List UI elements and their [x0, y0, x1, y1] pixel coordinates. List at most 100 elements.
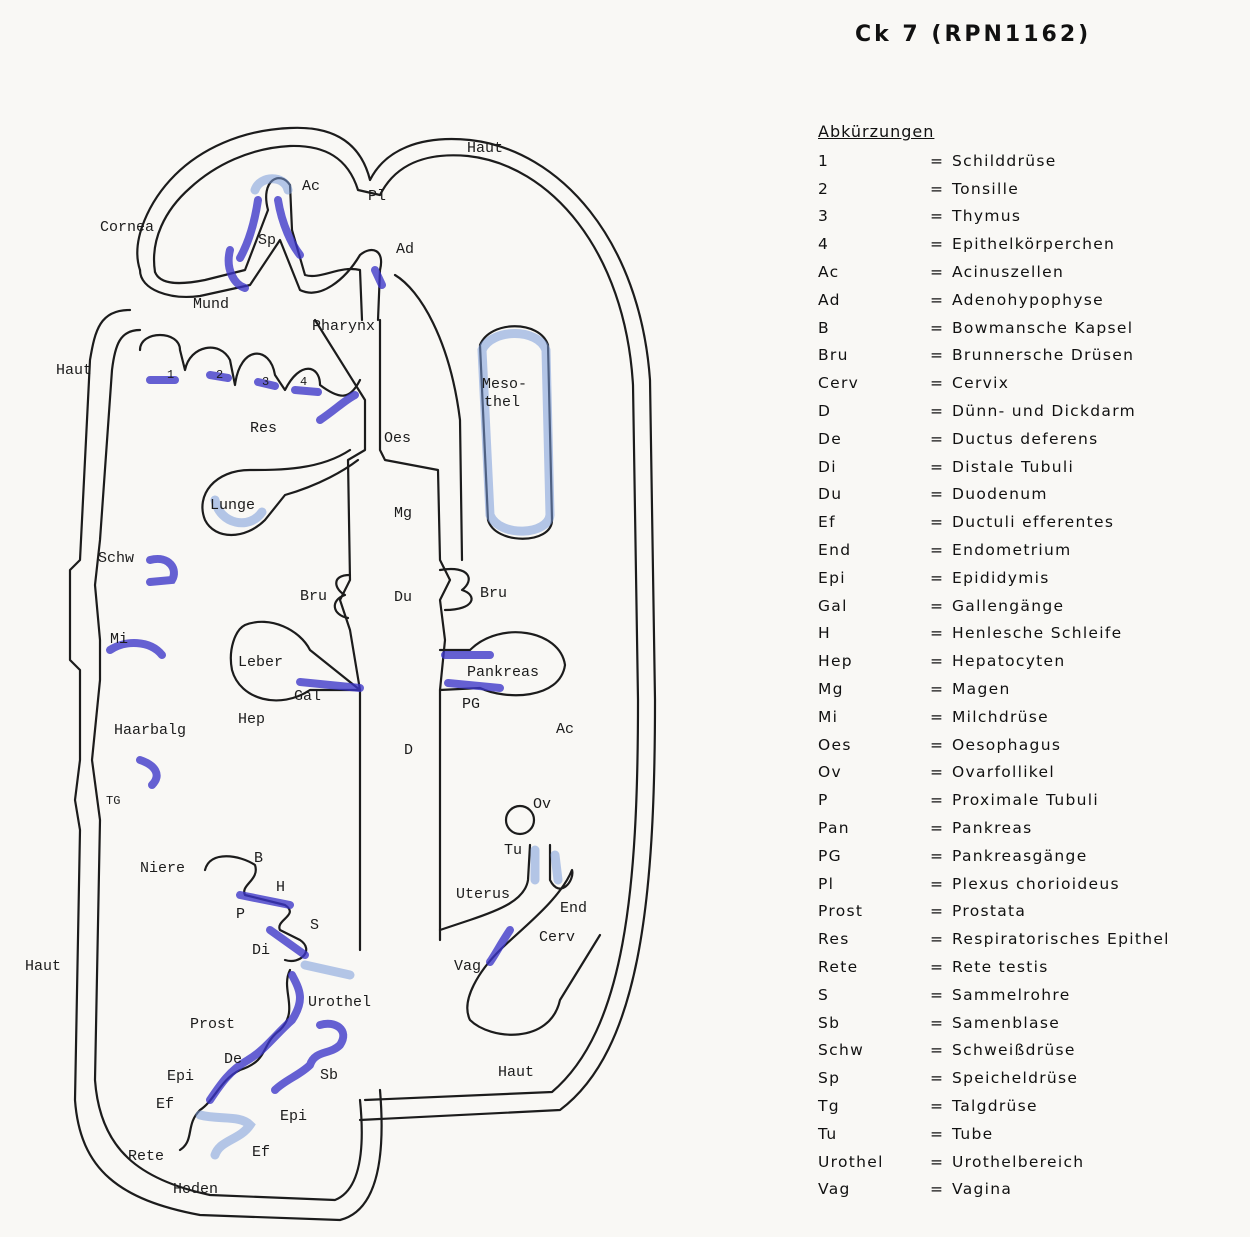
legend-row: Sp=Speicheldrüse — [818, 1064, 1238, 1092]
legend-row: Ad=Adenohypophyse — [818, 286, 1238, 314]
legend-abbreviation: Mi — [818, 708, 930, 726]
legend-term: Speicheldrüse — [952, 1069, 1238, 1087]
legend-abbreviation: Res — [818, 930, 930, 948]
legend-term: Pankreasgänge — [952, 847, 1238, 865]
label-haut-bottom: Haut — [498, 1064, 534, 1081]
legend-term: Sammelrohre — [952, 986, 1238, 1004]
legend-row: De=Ductus deferens — [818, 425, 1238, 453]
legend-term: Respiratorisches Epithel — [952, 930, 1238, 948]
legend-row: S=Sammelrohre — [818, 981, 1238, 1009]
legend-abbreviation: Hep — [818, 652, 930, 670]
legend-abbreviation: Mg — [818, 680, 930, 698]
label-end: End — [560, 900, 587, 917]
label-vag: Vag — [454, 958, 481, 975]
legend-equals-sign: = — [930, 319, 952, 337]
legend-abbreviation: B — [818, 319, 930, 337]
legend-abbreviation: Sp — [818, 1069, 930, 1087]
legend-abbreviation: Rete — [818, 958, 930, 976]
legend-row: Oes=Oesophagus — [818, 731, 1238, 759]
label-pl: Pl — [368, 188, 386, 205]
legend-abbreviation: Sb — [818, 1014, 930, 1032]
legend-term: Tube — [952, 1125, 1238, 1143]
legend-term: Prostata — [952, 902, 1238, 920]
label-hoden: Hoden — [173, 1181, 218, 1198]
legend-term: Distale Tubuli — [952, 458, 1238, 476]
pharynx-glands — [140, 335, 360, 396]
ovarfollikel — [506, 806, 534, 834]
legend-abbreviation: Epi — [818, 569, 930, 587]
legend-row: Ef=Ductuli efferentes — [818, 508, 1238, 536]
legend-abbreviation: D — [818, 402, 930, 420]
legend-term: Ductus deferens — [952, 430, 1238, 448]
legend-row: Pl=Plexus chorioideus — [818, 870, 1238, 898]
legend-equals-sign: = — [930, 1153, 952, 1171]
legend-term: Plexus chorioideus — [952, 875, 1238, 893]
legend-term: Talgdrüse — [952, 1097, 1238, 1115]
label-niere: Niere — [140, 860, 185, 877]
uterus-stain — [535, 850, 558, 880]
label-sp: Sp — [258, 232, 276, 249]
label-haut-left: Haut — [56, 362, 92, 379]
gut-right-wall — [380, 320, 450, 940]
label-oes: Oes — [384, 430, 411, 447]
label-ac-top: Ac — [302, 178, 320, 195]
legend-abbreviation: De — [818, 430, 930, 448]
label-p: P — [236, 906, 245, 923]
legend-equals-sign: = — [930, 875, 952, 893]
legend-abbreviation: Bru — [818, 346, 930, 364]
legend-equals-sign: = — [930, 207, 952, 225]
label-schw: Schw — [98, 550, 134, 567]
legend-term: Vagina — [952, 1180, 1238, 1198]
legend-abbreviation: S — [818, 986, 930, 1004]
legend-term: Hepatocyten — [952, 652, 1238, 670]
legend-term: Cervix — [952, 374, 1238, 392]
haarbalg-stain — [140, 760, 157, 785]
legend-row: Epi=Epididymis — [818, 564, 1238, 592]
label-prost: Prost — [190, 1016, 235, 1033]
label-mg: Mg — [394, 505, 412, 522]
legend-term: Schilddrüse — [952, 152, 1238, 170]
legend-abbreviation: 1 — [818, 152, 930, 170]
body-outline — [70, 128, 655, 1220]
legend-equals-sign: = — [930, 763, 952, 781]
legend-abbreviation: Ad — [818, 291, 930, 309]
legend-equals-sign: = — [930, 930, 952, 948]
legend-row: Ov=Ovarfollikel — [818, 759, 1238, 787]
legend-term: Milchdrüse — [952, 708, 1238, 726]
legend-row: Du=Duodenum — [818, 481, 1238, 509]
legend-row: PG=Pankreasgänge — [818, 842, 1238, 870]
legend-term: Brunnersche Drüsen — [952, 346, 1238, 364]
legend-term: Bowmansche Kapsel — [952, 319, 1238, 337]
label-bru-right: Bru — [480, 585, 507, 602]
legend-term: Henlesche Schleife — [952, 624, 1238, 642]
legend-term: Rete testis — [952, 958, 1238, 976]
legend-equals-sign: = — [930, 1041, 952, 1059]
label-hep: Hep — [238, 711, 265, 728]
legend-row: Rete=Rete testis — [818, 953, 1238, 981]
label-2: 2 — [216, 368, 223, 382]
legend-term: Endometrium — [952, 541, 1238, 559]
label-epi-right: Epi — [280, 1108, 307, 1125]
legend-row: Res=Respiratorisches Epithel — [818, 925, 1238, 953]
legend-row: Schw=Schweißdrüse — [818, 1037, 1238, 1065]
legend-row: Tu=Tube — [818, 1120, 1238, 1148]
legend-term: Epididymis — [952, 569, 1238, 587]
label-haut-bottom-left: Haut — [25, 958, 61, 975]
legend-term: Oesophagus — [952, 736, 1238, 754]
legend-term: Samenblase — [952, 1014, 1238, 1032]
legend-equals-sign: = — [930, 986, 952, 1004]
label-pankreas: Pankreas — [467, 664, 539, 681]
legend-abbreviation: End — [818, 541, 930, 559]
legend-term: Pankreas — [952, 819, 1238, 837]
legend-rows: 1=Schilddrüse2=Tonsille3=Thymus4=Epithel… — [818, 147, 1238, 1203]
legend-equals-sign: = — [930, 235, 952, 253]
legend-term: Gallengänge — [952, 597, 1238, 615]
epi-stain — [200, 1115, 250, 1155]
legend-term: Adenohypophyse — [952, 291, 1238, 309]
legend-abbreviation: Ov — [818, 763, 930, 781]
legend-abbreviation: Schw — [818, 1041, 930, 1059]
legend-row: D=Dünn- und Dickdarm — [818, 397, 1238, 425]
legend-equals-sign: = — [930, 597, 952, 615]
legend-row: P=Proximale Tubuli — [818, 786, 1238, 814]
legend-abbreviation: Prost — [818, 902, 930, 920]
